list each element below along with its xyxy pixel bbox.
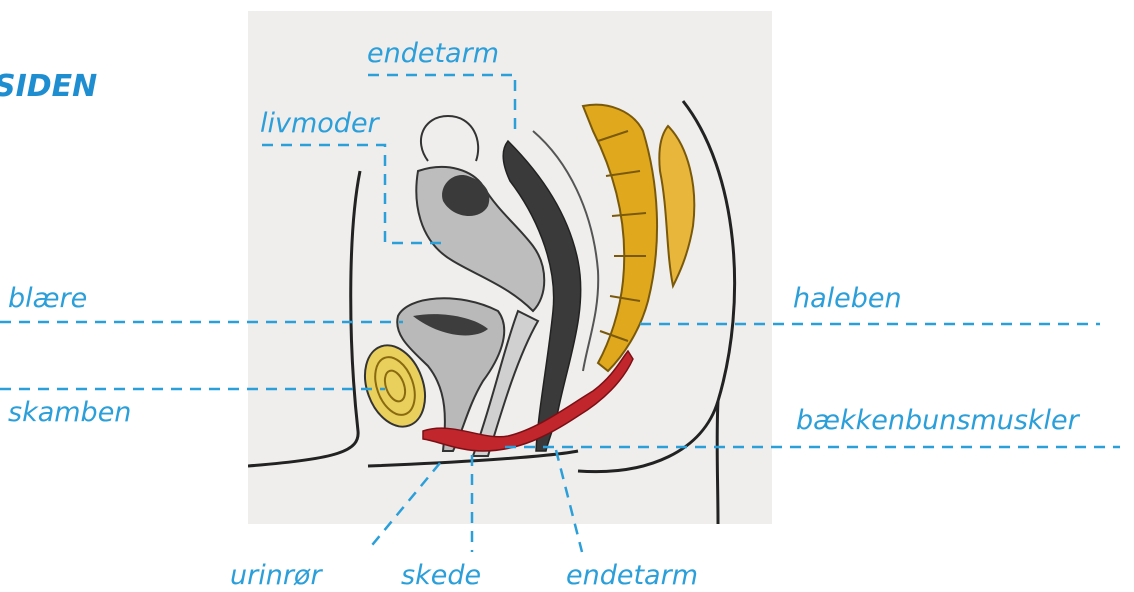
body-outline-front xyxy=(248,171,360,466)
label-baekkenbund: bækkenbunsmuskler xyxy=(796,407,1079,434)
label-skede: skede xyxy=(401,562,481,589)
iliac-bone xyxy=(659,126,694,286)
sacrum xyxy=(583,105,657,371)
section-heading: SIDEN xyxy=(0,72,97,102)
label-endetarm-top: endetarm xyxy=(367,40,499,67)
label-urinroer: urinrør xyxy=(230,562,322,589)
body-outline-back xyxy=(578,101,735,472)
body-outline-back-lower xyxy=(717,401,718,524)
pelvis-illustration xyxy=(248,11,772,524)
label-haleben: haleben xyxy=(793,285,902,312)
label-blaere: blære xyxy=(8,285,87,312)
label-skamben: skamben xyxy=(8,399,131,426)
pelvis-drawing xyxy=(248,11,772,524)
label-endetarm-bottom: endetarm xyxy=(566,562,698,589)
label-livmoder: livmoder xyxy=(260,110,379,137)
